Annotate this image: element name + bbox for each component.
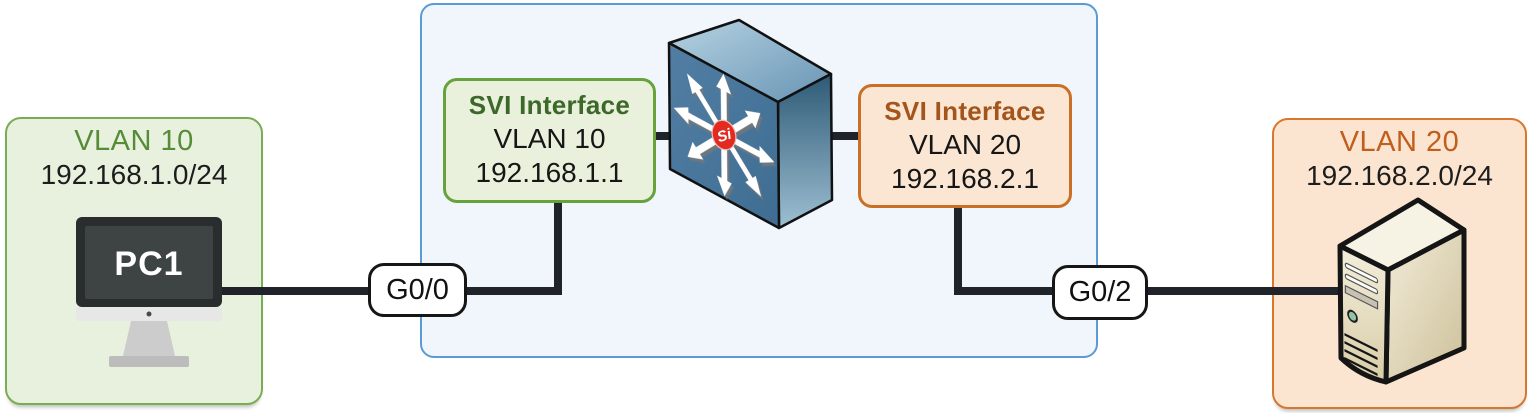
port-label-g0-2: G0/2 <box>1052 265 1148 320</box>
server-vents <box>1344 332 1378 377</box>
port-label-g0-0-text: G0/0 <box>386 273 449 306</box>
pc-stand-base <box>109 356 189 367</box>
svi-vlan20-heading: SVI Interface <box>884 96 1046 126</box>
port-label-g0-0: G0/0 <box>368 263 467 317</box>
pc-label: PC1 <box>114 245 183 283</box>
vlan10-title: VLAN 10 <box>74 125 194 157</box>
svi-vlan20-ip: 192.168.2.1 <box>891 163 1039 194</box>
vlan20-title: VLAN 20 <box>1339 126 1460 158</box>
svi-vlan20-vlan: VLAN 20 <box>908 129 1022 160</box>
server-power-led <box>1347 309 1358 323</box>
si-badge-label: Si <box>715 125 735 146</box>
ethernet-cable-switch-to-server <box>954 287 1348 295</box>
server-front-details <box>1344 262 1379 377</box>
svi-vlan10-vlan: VLAN 10 <box>493 123 606 154</box>
svi-vlan20-box: SVI Interface VLAN 20 192.168.2.1 <box>858 84 1072 208</box>
pc-screen <box>85 226 213 299</box>
svi-vlan10-heading: SVI Interface <box>468 90 631 120</box>
port-label-g0-2-text: G0/2 <box>1068 276 1132 308</box>
vlan20-subnet: 192.168.2.0/24 <box>1306 160 1493 191</box>
svi-vlan10-ip: 192.168.1.1 <box>475 157 624 188</box>
pc-chin-dot <box>146 311 152 317</box>
pc-icon: PC1 <box>76 217 222 367</box>
server-bay <box>1344 284 1379 310</box>
server-icon <box>1337 197 1467 385</box>
switch-side-face <box>776 72 834 230</box>
server-drive-slot <box>1344 273 1379 295</box>
svi-vlan10-box: SVI Interface VLAN 10 192.168.1.1 <box>443 78 656 203</box>
vlan10-subnet: 192.168.1.0/24 <box>40 159 228 190</box>
si-badge: Si <box>711 119 737 151</box>
server-drive-slot <box>1344 262 1379 284</box>
ethernet-cable-svi10-riser <box>554 198 562 295</box>
ethernet-cable-svi20-riser <box>954 204 962 295</box>
pc-stand-neck <box>123 321 175 356</box>
layer3-switch-icon: Si <box>667 18 834 230</box>
